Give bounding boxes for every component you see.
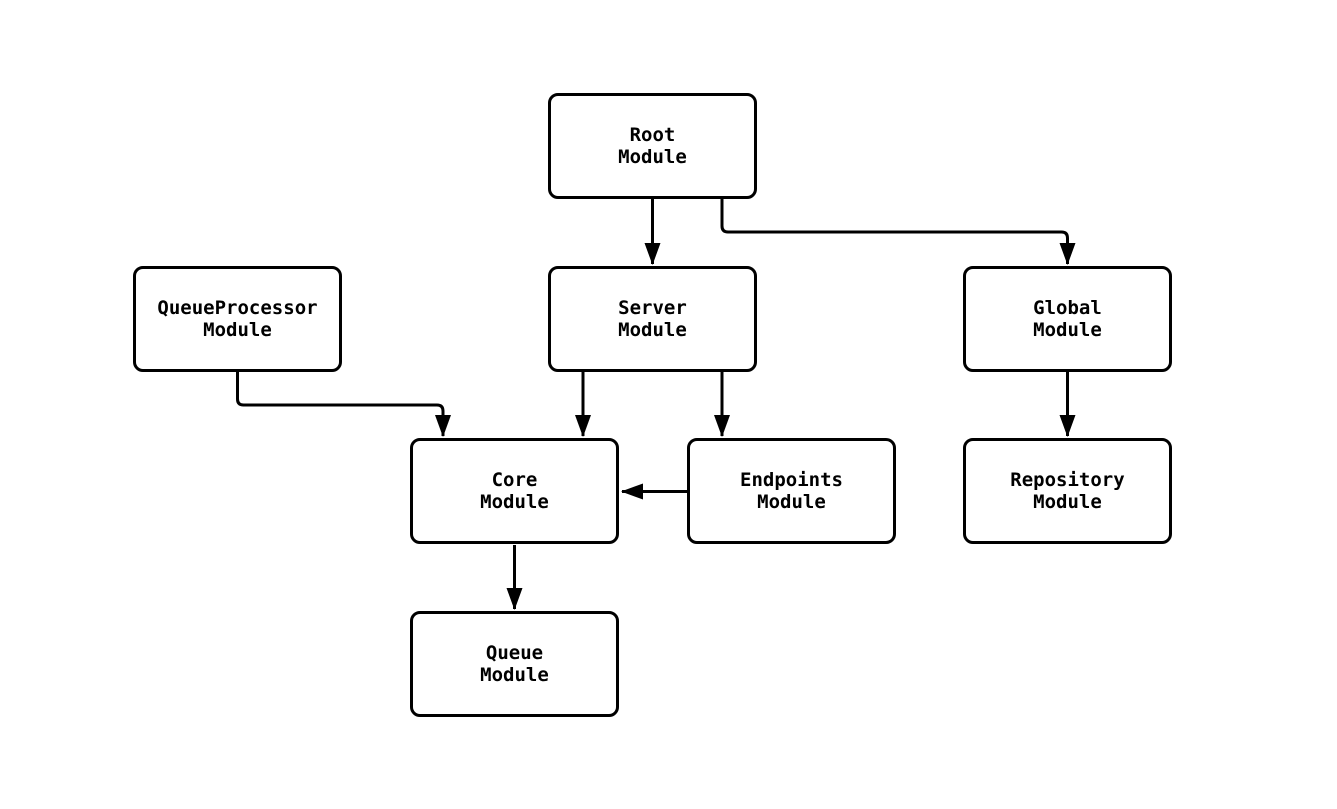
node-label-line: Module <box>480 664 549 686</box>
node-label-line: Module <box>203 319 272 341</box>
node-label-line: Module <box>618 319 687 341</box>
node-label-line: Module <box>1033 491 1102 513</box>
node-label-line: Global <box>1033 297 1102 319</box>
node-label-line: Module <box>1033 319 1102 341</box>
node-label-line: Repository <box>1010 469 1125 491</box>
node-label-line: Module <box>480 491 549 513</box>
node-label-line: Server <box>618 297 687 319</box>
edge-queueprocessor-to-core <box>236 372 451 437</box>
node-label-line: Core <box>491 469 538 491</box>
edge-root-to-global <box>720 197 1076 265</box>
edges-group <box>236 197 1076 610</box>
node-label-line: Queue <box>485 642 544 664</box>
node-label-line: Module <box>757 491 826 513</box>
node-label-line: Endpoints <box>740 469 843 491</box>
node-label-line: Module <box>618 146 687 168</box>
node-label-line: Root <box>629 124 676 146</box>
node-label-line: QueueProcessor <box>157 297 318 319</box>
